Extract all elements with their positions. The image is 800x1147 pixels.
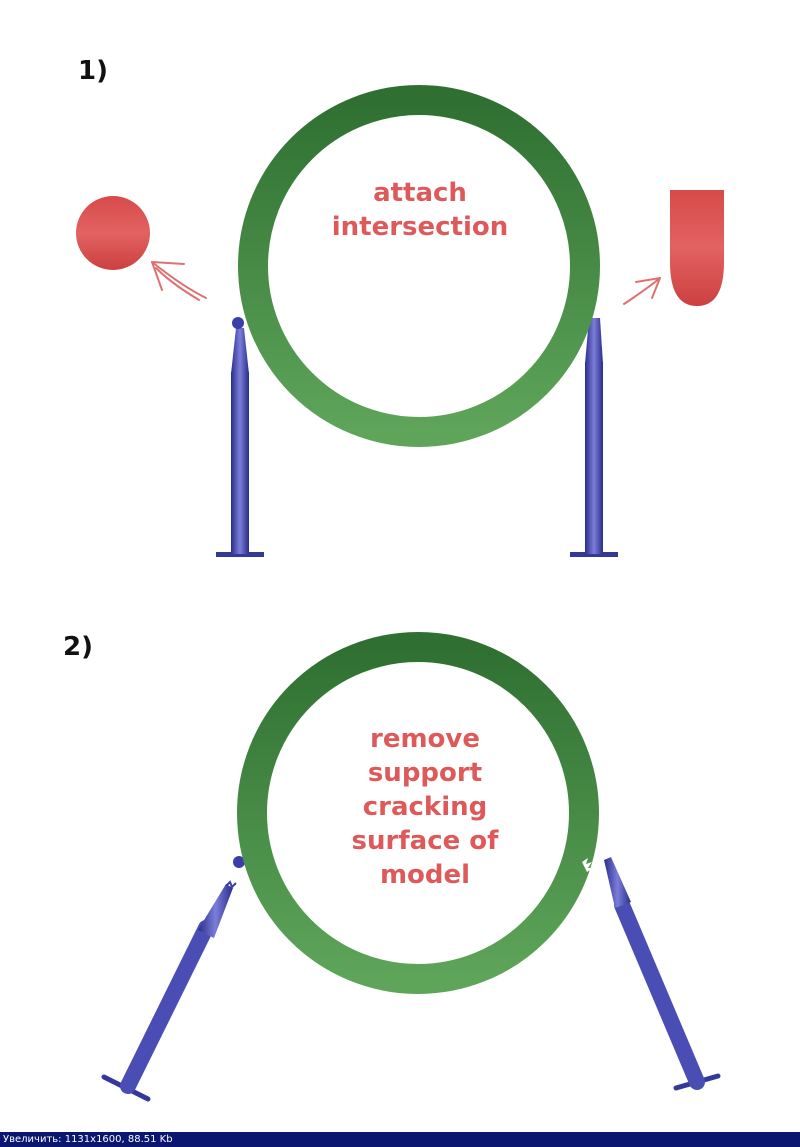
caption-line: model [379,860,471,890]
arrow-to-sphere [151,261,207,301]
support-nub-left [233,856,245,868]
arrow-to-bullet [623,277,661,305]
support-left-1 [216,317,264,557]
support-right-1 [570,318,618,557]
bullet-marker [670,190,724,306]
crack-marks [582,849,605,878]
step-2-label: 2) [63,632,93,662]
sphere-marker [76,196,150,270]
caption-line: remove [370,724,480,754]
caption-line: cracking [362,792,488,822]
caption-line: attach [373,178,467,208]
ring-model-1 [238,85,600,447]
step-1-caption: attach intersection [320,176,520,244]
step-2-caption: remove support cracking surface of model [330,722,520,892]
ring-model-2 [237,632,599,994]
caption-line: intersection [331,212,509,242]
caption-line: support [367,758,483,788]
step-1-label: 1) [78,56,108,86]
support-left-2 [101,880,237,1102]
status-bar: Увеличить: 1131x1600, 88.51 Kb [0,1132,800,1147]
caption-line: surface of [351,826,499,856]
support-right-2 [604,857,721,1091]
